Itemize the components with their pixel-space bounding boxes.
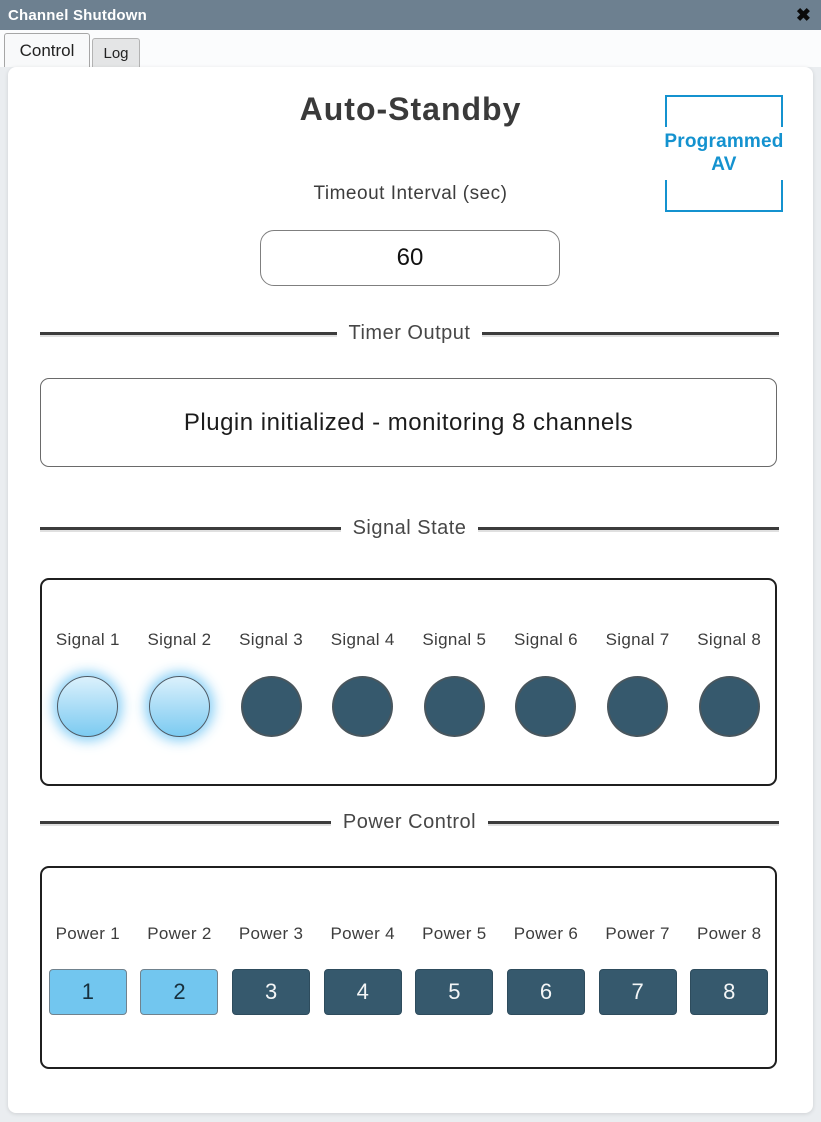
power-button[interactable]: 4 <box>323 969 402 1015</box>
signal-item: Signal 4 <box>317 630 409 737</box>
tab-bar: Control Log <box>0 30 821 67</box>
power-item: Power 1 1 <box>42 924 134 1015</box>
brand-logo: Programmed AV <box>656 95 792 212</box>
signal-label: Signal 1 <box>55 630 120 649</box>
timeout-interval-label: Timeout Interval (sec) <box>313 183 508 204</box>
power-button[interactable]: 3 <box>232 969 311 1015</box>
tab-control-label: Control <box>19 40 75 60</box>
signal-lamp <box>607 676 669 737</box>
divider-line <box>482 331 779 335</box>
signal-item: Signal 7 <box>592 630 684 737</box>
power-item: Power 7 7 <box>592 924 684 1015</box>
power-button[interactable]: 8 <box>690 969 769 1015</box>
signal-lamp <box>57 676 119 737</box>
signal-lamp <box>698 676 760 737</box>
tab-log[interactable]: Log <box>92 38 140 67</box>
power-button[interactable]: 7 <box>598 969 677 1015</box>
brand-logo-line1: Programmed <box>664 130 784 152</box>
content-card: Auto-Standby Programmed AV Timeout Inter… <box>8 67 813 1113</box>
brand-logo-text: Programmed AV <box>656 126 792 181</box>
power-item: Power 3 3 <box>225 924 317 1015</box>
signal-lamp <box>423 676 485 737</box>
close-icon[interactable]: ✖ <box>795 5 811 25</box>
signal-label: Signal 3 <box>239 630 303 649</box>
power-item: Power 4 4 <box>317 924 409 1015</box>
power-label: Power 8 <box>696 924 762 943</box>
signal-lamp <box>240 676 302 737</box>
tab-log-label: Log <box>103 44 129 62</box>
signal-item: Signal 8 <box>683 630 775 737</box>
page-title: Auto-Standby <box>299 91 522 127</box>
power-item: Power 8 8 <box>683 924 775 1015</box>
signal-label: Signal 7 <box>605 630 670 649</box>
power-label: Power 3 <box>238 924 304 943</box>
power-label: Power 2 <box>147 924 212 943</box>
signal-lamp <box>515 676 577 737</box>
signal-lamp <box>332 676 394 737</box>
window-title: Channel Shutdown <box>8 6 148 24</box>
signal-state-panel: Signal 1 Signal 2 Signal 3 Signal 4 Sign… <box>40 578 777 786</box>
section-title-timer-output: Timer Output <box>348 321 471 344</box>
signal-item: Signal 6 <box>500 630 592 737</box>
power-label: Power 5 <box>422 924 487 943</box>
tab-control[interactable]: Control <box>4 33 90 67</box>
power-item: Power 2 2 <box>134 924 226 1015</box>
timer-output-message: Plugin initialized - monitoring 8 channe… <box>183 408 634 436</box>
divider-line <box>478 526 780 530</box>
signal-item: Signal 5 <box>409 630 501 737</box>
power-button[interactable]: 1 <box>48 969 127 1015</box>
brand-logo-line2: AV <box>711 153 737 175</box>
signal-label: Signal 5 <box>422 630 487 649</box>
section-divider-signal-state: Signal State <box>40 515 780 541</box>
signal-label: Signal 4 <box>330 630 395 649</box>
signal-item: Signal 1 <box>42 630 134 737</box>
signal-label: Signal 6 <box>514 630 578 649</box>
window-titlebar: Channel Shutdown ✖ <box>0 0 821 30</box>
power-button[interactable]: 2 <box>140 969 219 1015</box>
power-control-panel: Power 1 1 Power 2 2 Power 3 3 Power 4 4 … <box>40 866 777 1069</box>
timer-output-box: Plugin initialized - monitoring 8 channe… <box>40 378 777 467</box>
signal-lamp <box>148 676 210 737</box>
timeout-interval-input[interactable] <box>260 230 560 286</box>
power-label: Power 1 <box>55 924 121 943</box>
signal-label: Signal 2 <box>147 630 212 649</box>
section-divider-timer-output: Timer Output <box>40 320 779 346</box>
signal-item: Signal 3 <box>225 630 317 737</box>
divider-line <box>40 331 337 335</box>
power-button[interactable]: 6 <box>506 969 585 1015</box>
divider-line <box>488 820 779 824</box>
divider-line <box>40 820 331 824</box>
power-label: Power 7 <box>605 924 670 943</box>
power-item: Power 5 5 <box>409 924 501 1015</box>
divider-line <box>40 526 341 530</box>
section-title-signal-state: Signal State <box>352 516 467 539</box>
section-divider-power-control: Power Control <box>40 809 779 835</box>
power-label: Power 4 <box>330 924 395 943</box>
power-button[interactable]: 5 <box>415 969 494 1015</box>
signal-label: Signal 8 <box>697 630 762 649</box>
signal-item: Signal 2 <box>134 630 226 737</box>
section-title-power-control: Power Control <box>342 810 477 833</box>
power-item: Power 6 6 <box>500 924 592 1015</box>
power-label: Power 6 <box>513 924 579 943</box>
